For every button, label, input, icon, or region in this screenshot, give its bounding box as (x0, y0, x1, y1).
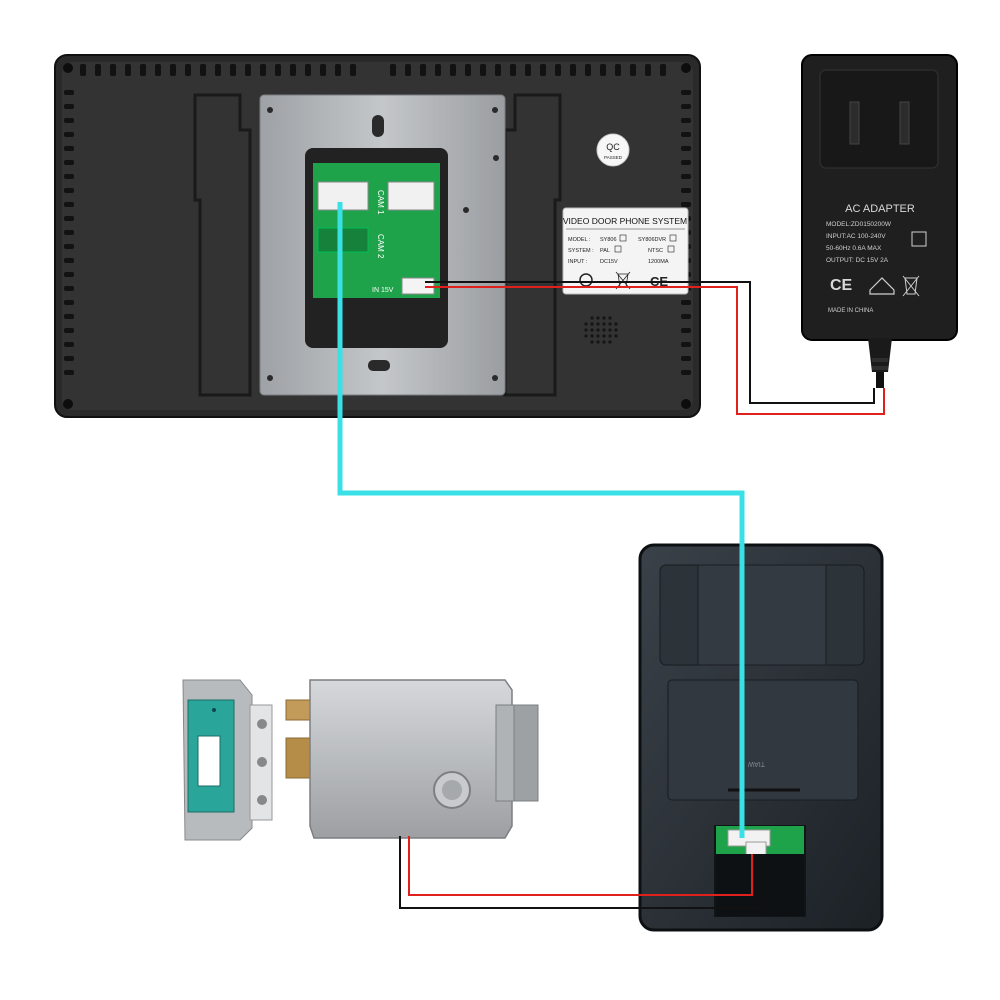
qc-sticker (596, 133, 630, 167)
spec-system-key: SYSTEM : (568, 248, 594, 254)
spec-input-cur: 1200MA (648, 259, 669, 265)
mount-rail-left (193, 93, 252, 397)
mount-rail-right (503, 93, 562, 397)
power-input-label: IN 15V (372, 287, 394, 294)
adapter-output: OUTPUT: DC 15V 2A (826, 257, 889, 264)
cam1-connector (317, 181, 369, 211)
lock-connector (745, 841, 767, 857)
home-use-icon (869, 277, 895, 295)
spec-model-opt2: SY806DVR (638, 237, 666, 243)
plug-prong-right (899, 101, 910, 145)
indoor-monitor: CAM 1 CAM 2 IN 15V QC PASSED VIDEO DOOR … (54, 54, 701, 418)
qc-passed-text: PASSED (604, 155, 623, 160)
adapter-title: AC ADAPTER (845, 203, 915, 215)
screw-hole (63, 63, 73, 73)
latch-bolt-lower (285, 737, 311, 779)
latch-bolt (285, 699, 311, 721)
screw-hole (63, 399, 73, 409)
spec-model-opt1: SY806 (600, 237, 617, 243)
screw-hole (681, 63, 691, 73)
unit-label: TIAW (747, 760, 765, 767)
cam1-connector-2 (387, 181, 435, 211)
lock-power-cable (399, 836, 761, 909)
vent-slots-left (64, 90, 74, 375)
adapter-model: MODEL:ZD0150200W (826, 221, 892, 228)
monitor-power-cable (425, 281, 885, 415)
adapter-input: INPUT:AC 100-240V (826, 233, 886, 240)
adapter-origin: MADE IN CHINA (828, 308, 873, 314)
spec-title: VIDEO DOOR PHONE SYSTEM (563, 216, 687, 226)
spec-input-val: DC15V (600, 259, 618, 265)
spec-label: VIDEO DOOR PHONE SYSTEM MODEL : SY806 SY… (562, 207, 689, 295)
adapter-ce-mark: CE (830, 277, 853, 294)
vent-slots-top (80, 64, 666, 76)
video-cable (337, 202, 745, 838)
adapter-freq: 50-60Hz 0.6A MAX (826, 245, 882, 252)
plug-prong-left (849, 101, 860, 145)
screw-hole (681, 399, 691, 409)
qc-text: QC (606, 142, 620, 152)
cam2-label: CAM 2 (376, 234, 385, 259)
double-insulation-icon (911, 231, 927, 247)
weee-bin-icon-adapter (902, 275, 920, 297)
outdoor-camera-unit: TIAW (638, 543, 884, 932)
speaker-grille (584, 316, 618, 344)
spec-input-key: INPUT : (568, 259, 588, 265)
strike-plate (182, 679, 273, 841)
spec-model-key: MODEL : (568, 237, 591, 243)
electric-lock (182, 679, 539, 841)
cam1-label: CAM 1 (376, 190, 385, 215)
ac-adapter: AC ADAPTER MODEL:ZD0150200W INPUT:AC 100… (801, 54, 958, 388)
cable-strain-relief (868, 338, 892, 372)
spec-system-opt2: NTSC (648, 248, 663, 254)
spec-system-opt1: PAL (600, 248, 610, 254)
